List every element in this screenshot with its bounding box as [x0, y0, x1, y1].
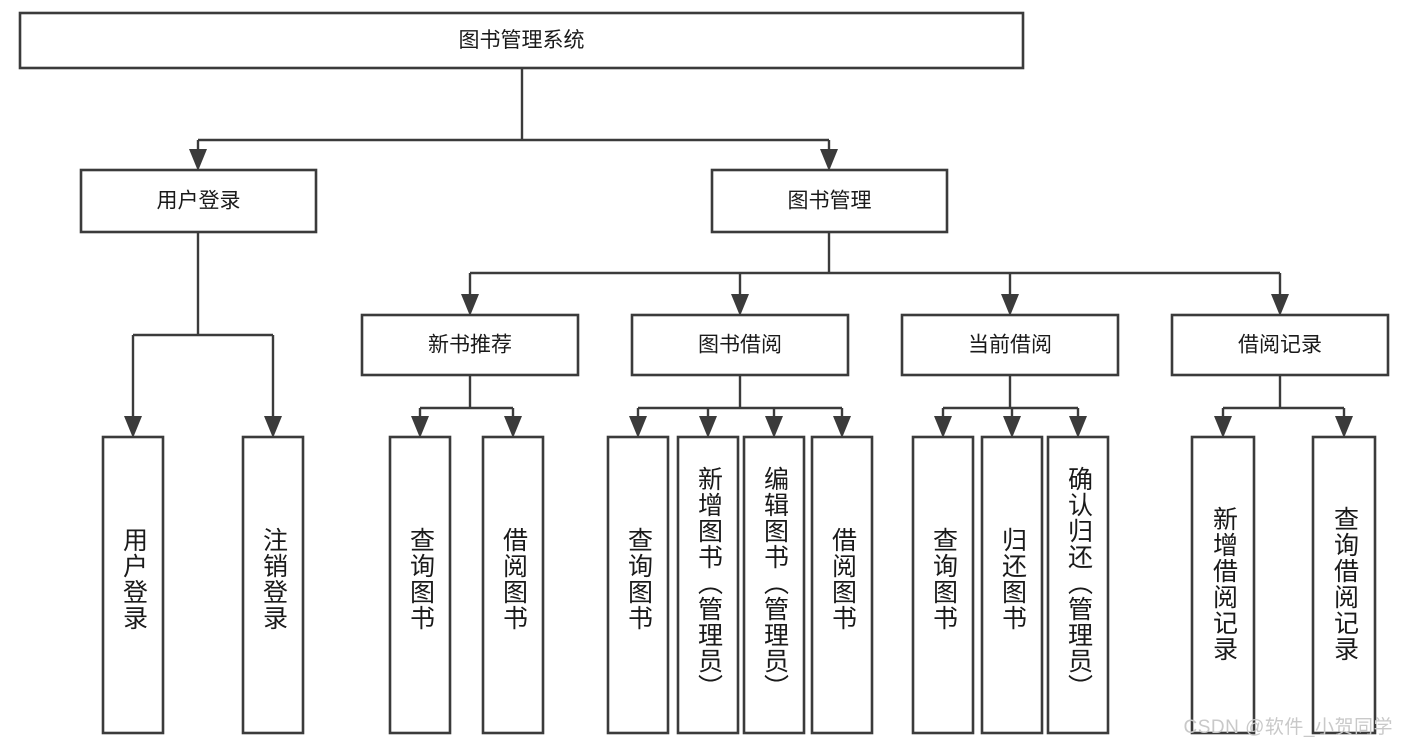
node-box — [1170, 313, 1390, 377]
node-label: 用户登录 — [157, 190, 241, 213]
node-label: 图书借阅 — [698, 334, 782, 357]
node-box — [360, 313, 580, 377]
node-label: 图书管理 — [788, 190, 872, 213]
arrow-head-icon — [411, 416, 429, 438]
arrow-head-icon — [264, 416, 282, 438]
node-leaf-query-book[interactable] — [606, 435, 670, 735]
node-leaf-logout[interactable] — [241, 435, 305, 735]
node-box — [481, 435, 545, 735]
node-box — [900, 313, 1120, 377]
node-box — [241, 435, 305, 735]
arrow-head-icon — [731, 294, 749, 316]
arrow-head-icon — [189, 149, 207, 171]
arrow-head-icon — [833, 416, 851, 438]
edges-layer — [124, 68, 1353, 438]
arrow-head-icon — [629, 416, 647, 438]
node-box — [710, 168, 949, 234]
node-leaf-confirm-return[interactable] — [1046, 435, 1110, 735]
node-box — [1311, 435, 1377, 735]
node-leaf-user-login[interactable] — [101, 435, 165, 735]
arrow-head-icon — [504, 416, 522, 438]
arrow-head-icon — [124, 416, 142, 438]
node-leaf-query-record[interactable] — [1311, 435, 1377, 735]
node-leaf-query-book-rec[interactable] — [388, 435, 452, 735]
node-book-borrow[interactable]: 图书借阅 — [630, 313, 850, 377]
node-box — [810, 435, 874, 735]
arrow-head-icon — [1214, 416, 1232, 438]
node-box — [911, 435, 975, 735]
arrow-head-icon — [934, 416, 952, 438]
arrow-head-icon — [1069, 416, 1087, 438]
node-box — [980, 435, 1044, 735]
node-box — [388, 435, 452, 735]
node-box — [79, 168, 318, 234]
node-box — [1190, 435, 1256, 735]
arrow-head-icon — [699, 416, 717, 438]
node-root-title[interactable]: 图书管理系统 — [18, 11, 1025, 70]
node-current-borrow[interactable]: 当前借阅 — [900, 313, 1120, 377]
node-box — [101, 435, 165, 735]
node-box — [1046, 435, 1110, 735]
arrow-head-icon — [1003, 416, 1021, 438]
node-leaf-add-book[interactable] — [676, 435, 740, 735]
node-new-book-rec[interactable]: 新书推荐 — [360, 313, 580, 377]
node-leaf-borrow-book-rec[interactable] — [481, 435, 545, 735]
node-box — [630, 313, 850, 377]
arrow-head-icon — [1001, 294, 1019, 316]
node-box — [676, 435, 740, 735]
node-box — [742, 435, 806, 735]
node-label: 当前借阅 — [968, 334, 1052, 357]
node-leaf-edit-book[interactable] — [742, 435, 806, 735]
node-label: 借阅记录 — [1238, 334, 1322, 357]
node-box — [18, 11, 1025, 70]
node-book-manage[interactable]: 图书管理 — [710, 168, 949, 234]
node-label: 图书管理系统 — [459, 29, 585, 52]
node-leaf-borrow-book[interactable] — [810, 435, 874, 735]
arrow-head-icon — [461, 294, 479, 316]
node-leaf-add-record[interactable] — [1190, 435, 1256, 735]
arrow-head-icon — [1335, 416, 1353, 438]
node-label: 新书推荐 — [428, 334, 512, 357]
node-user-login[interactable]: 用户登录 — [79, 168, 318, 234]
arrow-head-icon — [1271, 294, 1289, 316]
arrow-head-icon — [820, 149, 838, 171]
arrow-head-icon — [765, 416, 783, 438]
node-leaf-return-book[interactable] — [980, 435, 1044, 735]
watermark: CSDN @软件_小贺同学 — [1183, 717, 1393, 738]
node-box — [606, 435, 670, 735]
node-borrow-record[interactable]: 借阅记录 — [1170, 313, 1390, 377]
node-leaf-query-book-cur[interactable] — [911, 435, 975, 735]
